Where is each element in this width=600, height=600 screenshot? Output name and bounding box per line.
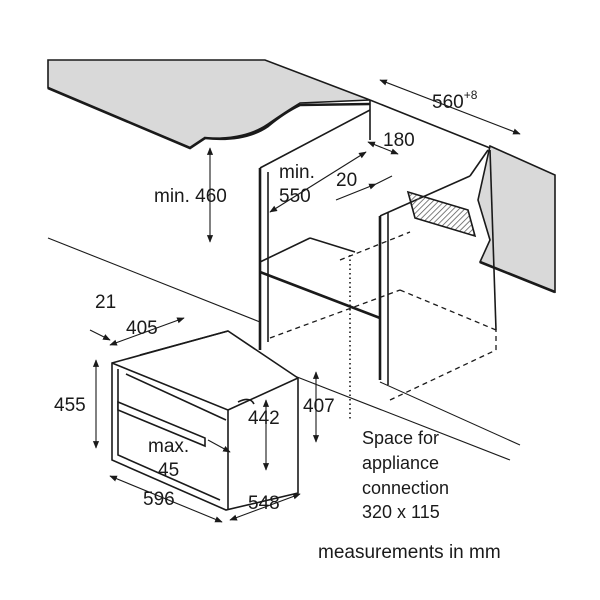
- footer-units: measurements in mm: [318, 542, 501, 563]
- cabinet-frame: [258, 99, 497, 385]
- label-min-depth-2: 550: [279, 186, 311, 207]
- hidden-edges: [269, 231, 497, 401]
- label-width-cutout: 560+8: [432, 88, 478, 113]
- vent-opening: [406, 190, 477, 238]
- label-depth-405: 405: [126, 318, 158, 339]
- label-height-407: 407: [303, 396, 335, 417]
- label-depth-180: 180: [383, 130, 415, 151]
- label-max-1: max.: [148, 436, 189, 457]
- dim-lines: [89, 79, 521, 523]
- label-min-height: min. 460: [154, 186, 227, 207]
- countertop-left: [47, 59, 371, 150]
- label-front-21: 21: [95, 292, 116, 313]
- label-space-2: appliance: [362, 453, 439, 473]
- label-space-3: connection: [362, 478, 449, 498]
- label-height-455: 455: [54, 395, 86, 416]
- label-depth-20: 20: [336, 170, 357, 191]
- label-space-1: Space for: [362, 428, 439, 448]
- label-space-4: 320 x 115: [362, 502, 440, 522]
- appliance-body: [111, 330, 299, 511]
- label-height-442: 442: [248, 408, 280, 429]
- label-depth-548: 548: [248, 493, 280, 514]
- label-min-depth-1: min.: [279, 162, 315, 183]
- label-max-2: 45: [158, 460, 179, 481]
- label-width-596: 596: [143, 489, 175, 510]
- countertop-right: [477, 144, 556, 294]
